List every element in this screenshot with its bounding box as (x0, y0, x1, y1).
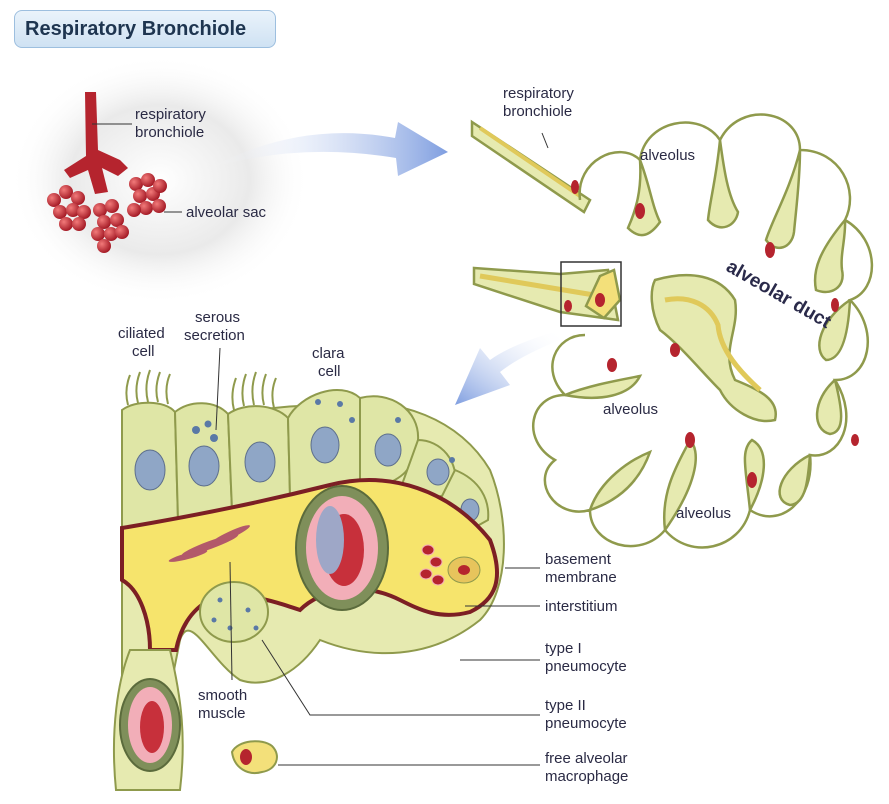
label-type1-pneumocyte: pneumocyte (545, 658, 627, 675)
label-alveolus-top: alveolus (640, 147, 695, 164)
arrow-to-detail-icon (455, 330, 560, 405)
label-clara-cell: cell (318, 363, 341, 380)
label-inset-bronchiole: bronchiole (135, 124, 204, 141)
inset-lung-illustration: respiratory bronchiole alveolar sac (10, 55, 310, 305)
label-interstitium: interstitium (545, 598, 618, 615)
label-clara: clara (312, 345, 345, 362)
label-middle-bronchiole: bronchiole (503, 103, 572, 120)
macrophage-icon (232, 741, 277, 773)
epithelium-detail-illustration (114, 370, 504, 790)
label-type2-pneumocyte: pneumocyte (545, 715, 627, 732)
label-serous: serous (195, 309, 240, 326)
label-type1: type I (545, 640, 582, 657)
label-alveolar-sac: alveolar sac (186, 204, 267, 221)
label-alveolus-bottom: alveolus (676, 505, 731, 522)
label-ciliated-cell: cell (132, 343, 155, 360)
label-ciliated: ciliated (118, 325, 165, 342)
label-muscle: muscle (198, 705, 246, 722)
label-membrane: membrane (545, 569, 617, 586)
label-free-alveolar: free alveolar (545, 750, 628, 767)
alveolar-duct-illustration (472, 115, 872, 548)
label-type2: type II (545, 697, 586, 714)
label-alveolus-mid: alveolus (603, 401, 658, 418)
label-macrophage: macrophage (545, 768, 628, 785)
label-middle-respiratory: respiratory (503, 85, 574, 102)
label-smooth: smooth (198, 687, 247, 704)
label-secretion: secretion (184, 327, 245, 344)
label-inset-respiratory: respiratory (135, 106, 206, 123)
label-basement: basement (545, 551, 612, 568)
